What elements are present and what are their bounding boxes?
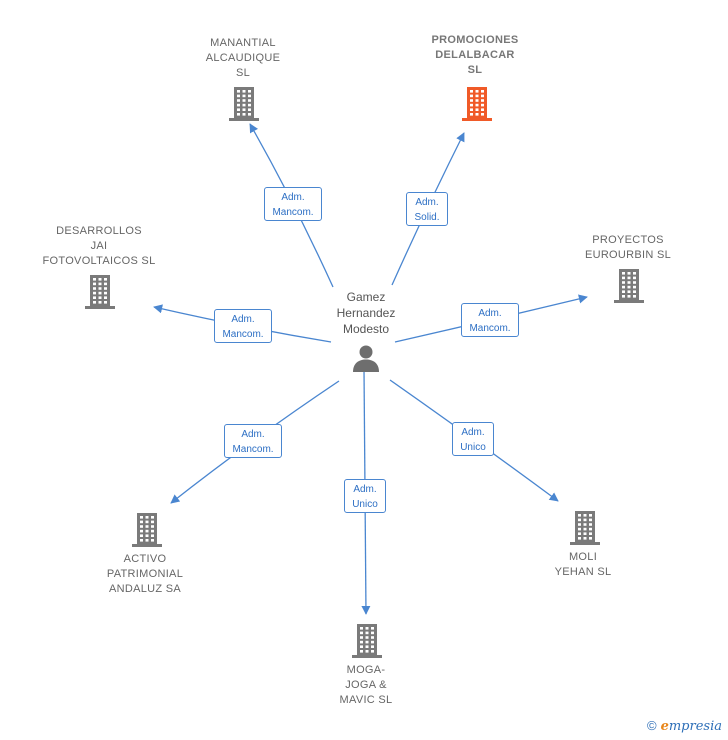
relation-label-line: Adm. [461, 427, 485, 438]
company-label-line: MAVIC SL [339, 694, 393, 706]
company-label-line: SL [467, 64, 483, 76]
relation-label-line: Adm. [281, 192, 305, 203]
relation-label-line: Mancom. [232, 444, 274, 455]
company-label-line: PROMOCIONES [431, 34, 519, 46]
center-name-line: Hernandez [336, 306, 396, 320]
center-person-name[interactable]: Gamez Hernandez Modesto [318, 289, 414, 337]
relation-label-line: Adm. [241, 429, 265, 440]
company-label-line: JAI [90, 240, 108, 252]
building-icon[interactable] [612, 268, 646, 304]
brand-initial: e [660, 719, 669, 734]
relation-label-line: Adm. [353, 484, 377, 495]
company-label-line: DELALBACAR [435, 49, 515, 61]
relation-label-proyectos[interactable]: Adm. Mancom. [461, 303, 519, 337]
relation-label-desarrollos[interactable]: Adm. Mancom. [214, 309, 272, 343]
company-label-activo[interactable]: ACTIVO PATRIMONIAL ANDALUZ SA [75, 552, 215, 597]
company-label-line: SL [235, 67, 251, 79]
relation-label-moga[interactable]: Adm. Unico [344, 479, 386, 513]
relation-label-line: Unico [352, 499, 378, 510]
relation-label-line: Mancom. [469, 323, 511, 334]
relation-label-line: Adm. [478, 308, 502, 319]
company-label-line: FOTOVOLTAICOS SL [42, 255, 156, 267]
relation-label-line: Solid. [414, 212, 440, 223]
relation-label-line: Unico [460, 442, 486, 453]
company-label-line: MOLI [568, 551, 598, 563]
center-name-line: Modesto [342, 322, 390, 336]
center-name-line: Gamez [346, 290, 386, 304]
building-icon[interactable] [83, 274, 117, 310]
company-label-promociones[interactable]: PROMOCIONES DELALBACAR SL [405, 33, 545, 78]
company-label-desarrollos[interactable]: DESARROLLOS JAI FOTOVOLTAICOS SL [29, 224, 169, 269]
company-label-manantial[interactable]: MANANTIAL ALCAUDIQUE SL [173, 36, 313, 81]
building-icon[interactable] [568, 510, 602, 546]
copyright-icon: © [646, 718, 657, 733]
company-label-line: ANDALUZ SA [108, 583, 182, 595]
building-icon[interactable] [227, 86, 261, 122]
company-label-line: PROYECTOS [592, 234, 664, 246]
relation-label-moli[interactable]: Adm. Unico [452, 422, 494, 456]
relation-label-line: Mancom. [272, 207, 314, 218]
company-label-line: MANANTIAL [210, 37, 276, 49]
relation-label-line: Mancom. [222, 329, 264, 340]
relation-label-line: Adm. [415, 197, 439, 208]
person-icon[interactable] [351, 343, 381, 373]
building-icon[interactable] [130, 512, 164, 548]
company-label-line: ACTIVO [123, 553, 167, 565]
company-label-line: ALCAUDIQUE [205, 52, 281, 64]
brand-footer: ©empresia [647, 718, 722, 734]
company-label-line: YEHAN SL [554, 566, 612, 578]
company-label-line: EUROURBIN SL [584, 249, 672, 261]
relation-label-activo[interactable]: Adm. Mancom. [224, 424, 282, 458]
relation-label-line: Adm. [231, 314, 255, 325]
relation-label-manantial[interactable]: Adm. Mancom. [264, 187, 322, 221]
building-icon[interactable] [460, 86, 494, 122]
company-label-line: MOGA- [346, 664, 386, 676]
company-label-line: PATRIMONIAL [106, 568, 184, 580]
brand-name: mpresia [668, 719, 722, 734]
building-icon[interactable] [350, 623, 384, 659]
company-label-line: JOGA & [345, 679, 387, 691]
company-label-line: DESARROLLOS [56, 225, 142, 237]
company-label-proyectos[interactable]: PROYECTOS EUROURBIN SL [558, 233, 698, 263]
company-label-moli[interactable]: MOLI YEHAN SL [513, 550, 653, 580]
company-label-moga[interactable]: MOGA- JOGA & MAVIC SL [296, 663, 436, 708]
relation-label-promociones[interactable]: Adm. Solid. [406, 192, 448, 226]
